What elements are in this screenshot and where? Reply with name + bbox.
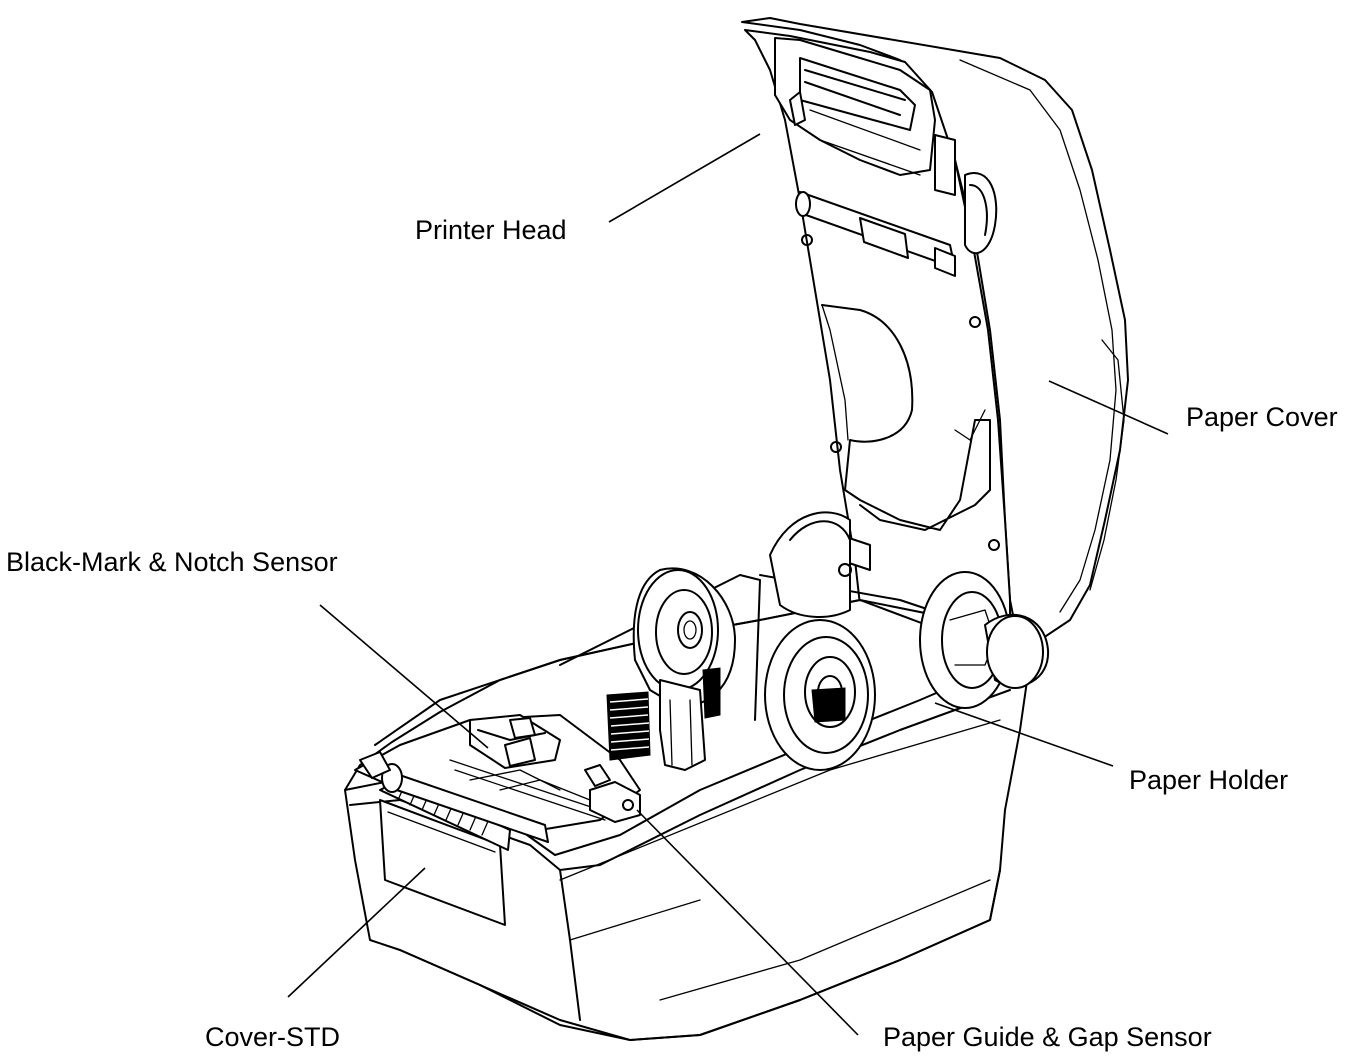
black-mark-sensor-label: Black-Mark & Notch Sensor xyxy=(6,547,338,577)
paper-guide-gap-sensor-label: Paper Guide & Gap Sensor xyxy=(883,1022,1212,1052)
grip-ribs xyxy=(609,698,650,751)
paper-cover-label: Paper Cover xyxy=(1186,402,1338,432)
leader-lines xyxy=(287,133,1169,1036)
paper-cover-part xyxy=(741,17,1129,641)
leader-paper-holder xyxy=(934,702,1114,767)
paper-holder-label: Paper Holder xyxy=(1129,765,1289,795)
leader-printer-head xyxy=(608,133,761,223)
paper-holder-part xyxy=(606,511,1050,771)
leader-paper-guide-gap-sensor xyxy=(636,809,859,1036)
cover-std-label: Cover-STD xyxy=(205,1022,341,1052)
printer-head-label: Printer Head xyxy=(415,215,567,245)
leader-cover-std xyxy=(287,867,426,998)
leader-paper-cover xyxy=(1048,380,1169,435)
leader-black-mark-sensor xyxy=(319,604,489,749)
